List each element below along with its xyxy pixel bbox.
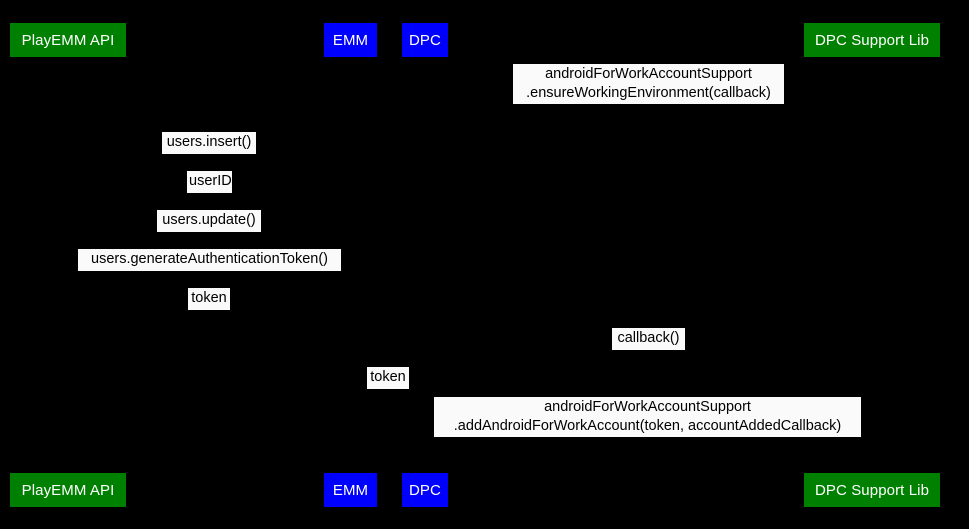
- message-label-line: users.generateAuthenticationToken(): [91, 251, 328, 267]
- lifeline-top-dpc[interactable]: DPC: [402, 23, 448, 57]
- message-label-line: userID: [189, 173, 232, 189]
- message-label-line: .addAndroidForWorkAccount(token, account…: [453, 417, 842, 434]
- message-label-users-generate-authentication-token: users.generateAuthenticationToken(): [78, 249, 341, 271]
- message-label-add-android-for-work-account: androidForWorkAccountSupport .addAndroidF…: [434, 397, 861, 437]
- message-label-line: token: [191, 290, 227, 306]
- lifeline-bottom-dpc-support-lib[interactable]: DPC Support Lib: [804, 473, 940, 507]
- lifeline-top-playemm-api[interactable]: PlayEMM API: [10, 23, 126, 57]
- lifeline-top-dpc-support-lib[interactable]: DPC Support Lib: [804, 23, 940, 57]
- message-label-line: androidForWorkAccountSupport: [544, 398, 751, 415]
- message-label-token-upper: token: [188, 288, 230, 310]
- message-label-token-lower: token: [367, 367, 409, 389]
- lifeline-top-emm[interactable]: EMM: [324, 23, 377, 57]
- message-label-user-id: userID: [187, 171, 232, 193]
- lifeline-bottom-dpc[interactable]: DPC: [402, 473, 448, 507]
- message-label-callback: callback(): [612, 328, 685, 350]
- message-label-line: .ensureWorkingEnvironment(callback): [526, 84, 771, 101]
- message-label-users-insert: users.insert(): [162, 132, 256, 154]
- message-label-line: users.update(): [162, 212, 256, 228]
- message-label-line: users.insert(): [166, 134, 252, 150]
- message-label-line: androidForWorkAccountSupport: [545, 65, 752, 82]
- message-label-line: callback(): [617, 330, 680, 346]
- message-label-ensure-working-environment: androidForWorkAccountSupport .ensureWorki…: [513, 64, 784, 104]
- lifeline-bottom-playemm-api[interactable]: PlayEMM API: [10, 473, 126, 507]
- lifeline-bottom-emm[interactable]: EMM: [324, 473, 377, 507]
- message-label-line: token: [370, 369, 406, 385]
- message-label-users-update: users.update(): [157, 210, 261, 232]
